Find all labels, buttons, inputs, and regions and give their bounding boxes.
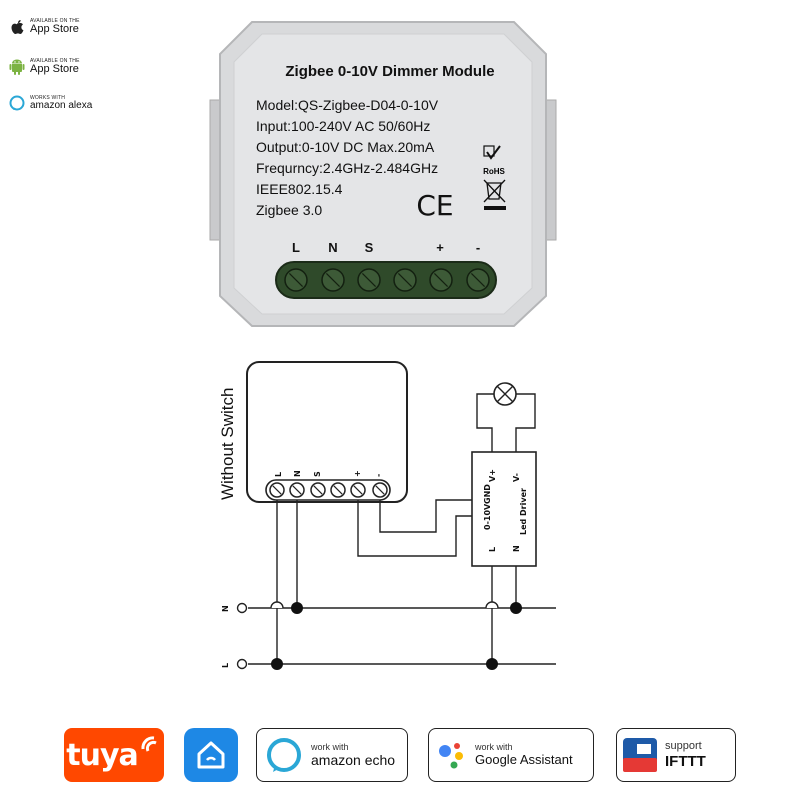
driver-label: Led Driver <box>519 488 528 535</box>
led-driver-box <box>471 451 537 567</box>
wiring-module-outline <box>246 361 408 503</box>
tuya-wave-icon <box>141 736 157 752</box>
module-spec-line: Input:100-240V AC 50/60Hz <box>256 118 430 134</box>
badge-big-text: App Store <box>30 63 79 75</box>
junction-dot <box>291 602 303 614</box>
driver-terminal-l: L <box>488 547 497 552</box>
product-diagram: Zigbee 0-10V Dimmer Module Model:QS-Zigb… <box>209 21 557 670</box>
terminal-label-minus: - <box>476 240 480 255</box>
alexa-icon <box>8 94 26 112</box>
echo-small-text: work with <box>311 741 349 752</box>
google-assistant-logo: work with Google Assistant <box>428 728 594 782</box>
ifttt-logo: support IFTTT <box>616 728 736 782</box>
junction-dot <box>271 658 283 670</box>
ce-mark: CE <box>416 189 453 222</box>
driver-terminal-gnd: GND <box>483 484 492 504</box>
terminal-label-n: N <box>328 240 337 255</box>
badge-big-text: amazon alexa <box>30 99 93 111</box>
terminal-label-l: L <box>292 240 300 255</box>
control-wire-minus <box>379 499 472 533</box>
echo-big-text: amazon echo <box>311 752 396 769</box>
badge-small-text: AVAILABLE ON THE <box>30 18 80 24</box>
junction-dot <box>510 602 522 614</box>
badge-small-text: AVAILABLE ON THE <box>30 58 80 64</box>
line-label-n: N <box>221 605 230 612</box>
ifttt-icon <box>623 738 657 772</box>
module-spec-line: Frequrncy:2.4GHz-2.484GHz <box>256 160 438 176</box>
wiring-terminal-n: N <box>293 470 302 477</box>
junction-dot <box>486 658 498 670</box>
wiring-terminal-s: S <box>313 471 322 477</box>
driver-terminal-010v: 0-10V <box>483 503 492 530</box>
ifttt-big-text: IFTTT <box>665 752 706 770</box>
module-spec-line: Output:0-10V DC Max.20mA <box>256 139 435 155</box>
google-small-text: work with <box>475 742 513 753</box>
wiring-terminal-plus: + <box>353 470 362 477</box>
alexa-ring-icon <box>267 738 301 772</box>
driver-terminal-n: N <box>512 545 521 552</box>
terminal-label-s: S <box>365 240 374 255</box>
driver-terminal-vplus: V+ <box>488 469 497 482</box>
without-switch-label: Without Switch <box>218 388 237 500</box>
wiring-terminal-l: L <box>274 472 283 477</box>
house-icon <box>197 741 225 769</box>
rohs-text: RoHS <box>483 167 505 176</box>
tuya-logo: tuya <box>64 728 164 782</box>
control-wire-plus <box>357 500 472 557</box>
smart-home-app-logo <box>184 728 238 782</box>
module-title: Zigbee 0-10V Dimmer Module <box>285 63 494 80</box>
tuya-text: tuya <box>66 737 138 773</box>
google-big-text: Google Assistant <box>475 751 573 767</box>
module-spec-line: IEEE802.15.4 <box>256 181 343 197</box>
module-face <box>233 33 533 315</box>
rohs-icon: RoHS <box>483 145 506 176</box>
android-icon <box>8 58 26 76</box>
driver-terminal-vminus: V- <box>512 473 521 482</box>
wiring-terminal-minus: - <box>374 474 383 477</box>
google-assistant-icon <box>439 743 463 769</box>
amazon-echo-logo: work with amazon echo <box>256 728 408 782</box>
terminal-block <box>275 261 497 299</box>
weee-bin-icon <box>483 179 506 210</box>
module-spec-line: Model:QS-Zigbee-D04-0-10V <box>256 97 439 113</box>
terminal-label-plus: + <box>436 240 444 255</box>
alexa-badge[interactable]: WORKS WITH amazon alexa <box>8 90 92 116</box>
ifttt-small-text: support <box>665 740 702 753</box>
module-spec-line: Zigbee 3.0 <box>256 202 322 218</box>
line-label-l: L <box>221 663 230 668</box>
app-store-badge[interactable]: AVAILABLE ON THE App Store <box>8 14 80 40</box>
badge-small-text: WORKS WITH <box>30 94 66 101</box>
android-store-badge[interactable]: AVAILABLE ON THE App Store <box>8 54 80 80</box>
apple-icon <box>8 18 26 36</box>
badge-big-text: App Store <box>30 23 79 35</box>
